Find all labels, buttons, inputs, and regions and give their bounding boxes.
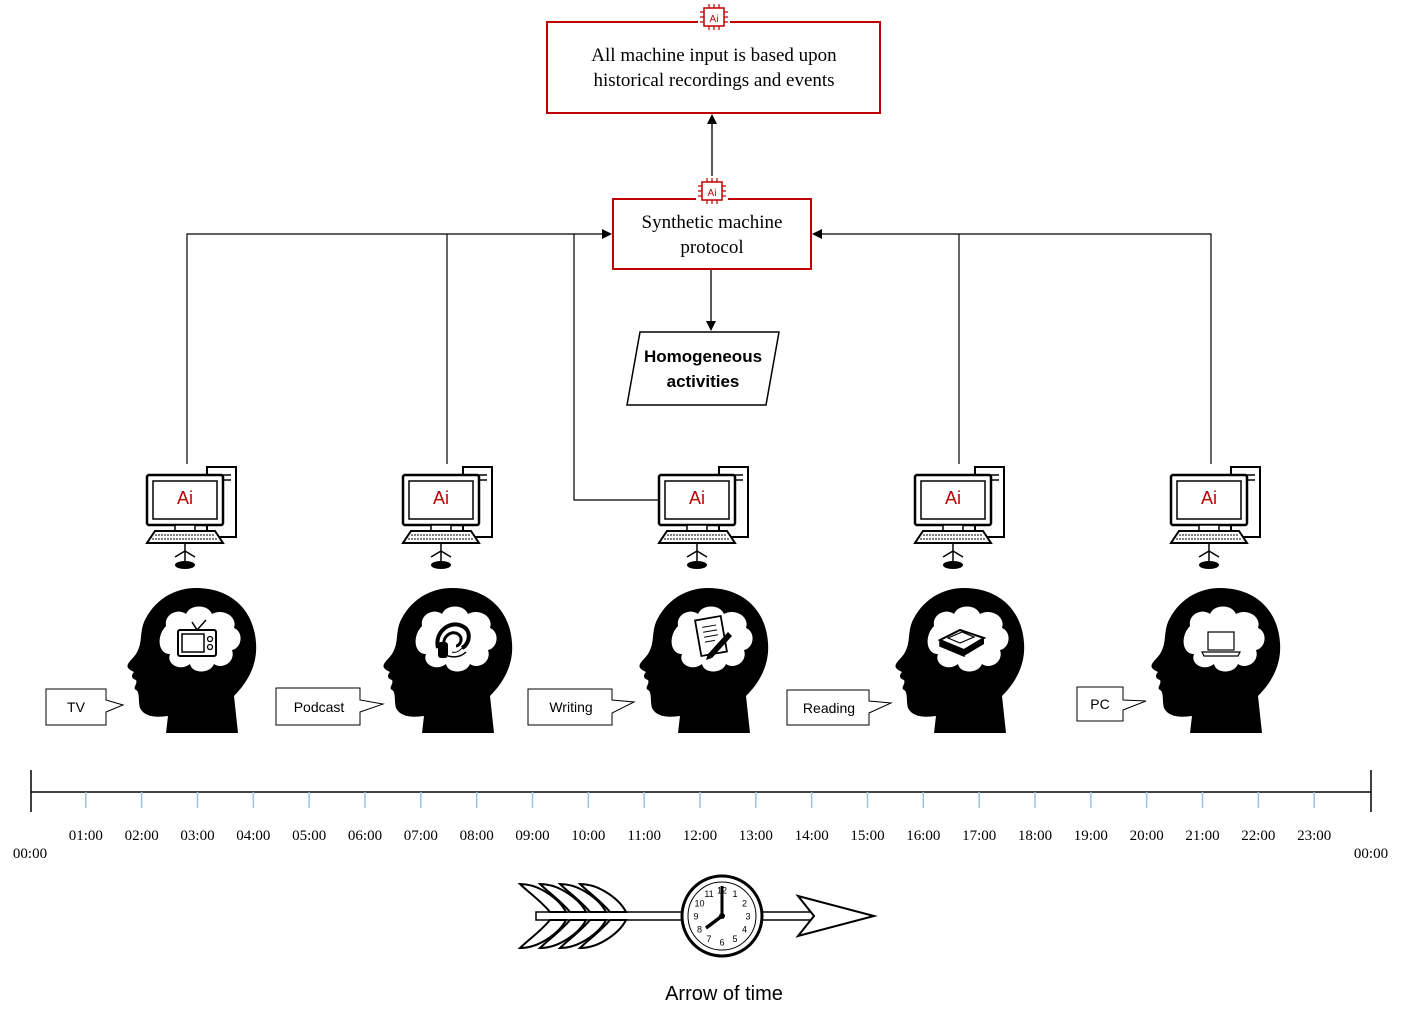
hour-label: 09:00: [515, 828, 549, 844]
callout-podcast: Podcast: [275, 687, 385, 726]
computer-label: Ai: [433, 488, 449, 508]
clock-number: 4: [742, 925, 747, 935]
hour-label: 02:00: [125, 828, 159, 844]
hour-label: 10:00: [571, 828, 605, 844]
top-box-line1: All machine input is based upon: [591, 45, 837, 66]
computer-2: Ai: [401, 465, 494, 571]
hour-label: 18:00: [1018, 828, 1052, 844]
callout-tv-label: TV: [67, 699, 86, 715]
hour-label: 07:00: [404, 828, 438, 844]
computer-3: Ai: [657, 465, 750, 571]
callout-podcast-label: Podcast: [294, 699, 345, 715]
hour-label: 12:00: [683, 828, 717, 844]
callout-writing-label: Writing: [549, 699, 592, 715]
ai-chip-icon: Ai: [698, 2, 730, 32]
protocol-box-line1: Synthetic machine: [642, 212, 783, 233]
clock-number: 6: [719, 938, 724, 948]
writing-icon: [694, 614, 732, 660]
hour-label: 11:00: [627, 828, 661, 844]
top-box-line2: historical recordings and events: [593, 70, 834, 91]
hour-label: 20:00: [1130, 828, 1164, 844]
clock-number: 8: [697, 925, 702, 935]
hour-label: 16:00: [906, 828, 940, 844]
hour-label: 21:00: [1185, 828, 1219, 844]
connector-writing-computer: [573, 234, 660, 501]
computer-label: Ai: [177, 488, 193, 508]
arrow-of-time-label: Arrow of time: [665, 983, 783, 1005]
hour-label: 22:00: [1241, 828, 1275, 844]
ai-chip-label: Ai: [710, 14, 719, 25]
hour-label: 03:00: [180, 828, 214, 844]
clock-number: 5: [732, 934, 737, 944]
hour-label: 08:00: [460, 828, 494, 844]
ai-chip-icon: Ai: [696, 176, 728, 206]
connector-lines: [186, 229, 1212, 501]
callout-reading-label: Reading: [803, 700, 855, 716]
computer-1: Ai: [145, 465, 238, 571]
computer-label: Ai: [945, 488, 961, 508]
homogeneous-line2: activities: [667, 372, 740, 391]
callout-pc: PC: [1076, 686, 1147, 722]
computer-label: Ai: [689, 488, 705, 508]
hour-label: 05:00: [292, 828, 326, 844]
connector-tv-computer: [186, 229, 612, 464]
clock-number: 11: [704, 889, 713, 899]
hour-label: 14:00: [795, 828, 829, 844]
head-writing: [639, 588, 769, 733]
callout-pc-label: PC: [1090, 696, 1109, 712]
clock-number: 3: [745, 912, 750, 922]
laptop-icon: [1201, 631, 1241, 657]
head-tv: [127, 588, 257, 733]
homogeneous-line1: Homogeneous: [644, 347, 762, 366]
protocol-box-line2: protocol: [680, 237, 743, 258]
head-pc: [1151, 588, 1281, 733]
callout-tv: TV: [45, 688, 125, 726]
head-podcast: [383, 588, 513, 733]
hour-label: 19:00: [1074, 828, 1108, 844]
hour-label: 04:00: [236, 828, 270, 844]
callout-reading: Reading: [786, 689, 893, 726]
homogeneous-activities-box: Homogeneous activities: [626, 331, 780, 406]
computer-4: Ai: [913, 465, 1006, 571]
head-reading: [895, 588, 1025, 733]
clock-number: 1: [732, 889, 737, 899]
computer-5: Ai: [1169, 465, 1262, 571]
reading-icon: [937, 628, 987, 658]
clock-icon: 121234567891011: [680, 874, 764, 958]
podcast-icon: [435, 622, 471, 658]
connector-pc-computer: [812, 229, 1212, 464]
clock-hour-hand: [704, 914, 724, 930]
callout-writing: Writing: [527, 688, 636, 726]
timeline: 01:00 02:00 03:00 04:00 05:00 06:00 07:00 08:00…: [13, 770, 1388, 862]
hour-label: 01:00: [69, 828, 103, 844]
computer-label: Ai: [1201, 488, 1217, 508]
clock-number: 7: [706, 934, 711, 944]
hour-labels: 01:00 02:00 03:00 04:00 05:00 06:00 07:00 08:00…: [69, 828, 1332, 844]
top-box: All machine input is based upon historic…: [546, 21, 881, 114]
tv-icon: [177, 619, 217, 657]
hour-ticks: [85, 792, 1315, 808]
timeline-start-label: 00:00: [13, 846, 47, 862]
clock-number: 10: [694, 899, 704, 909]
hour-label: 15:00: [850, 828, 884, 844]
arrow-of-time-icon: 121234567891011: [517, 874, 878, 958]
hour-label: 13:00: [739, 828, 773, 844]
clock-number: 9: [693, 912, 698, 922]
hour-label: 17:00: [962, 828, 996, 844]
ai-chip-label: Ai: [708, 188, 717, 199]
clock-number: 2: [742, 899, 747, 909]
timeline-end-label: 00:00: [1354, 846, 1388, 862]
hour-label: 06:00: [348, 828, 382, 844]
protocol-box: Synthetic machine protocol: [612, 198, 812, 270]
hour-label: 23:00: [1297, 828, 1331, 844]
